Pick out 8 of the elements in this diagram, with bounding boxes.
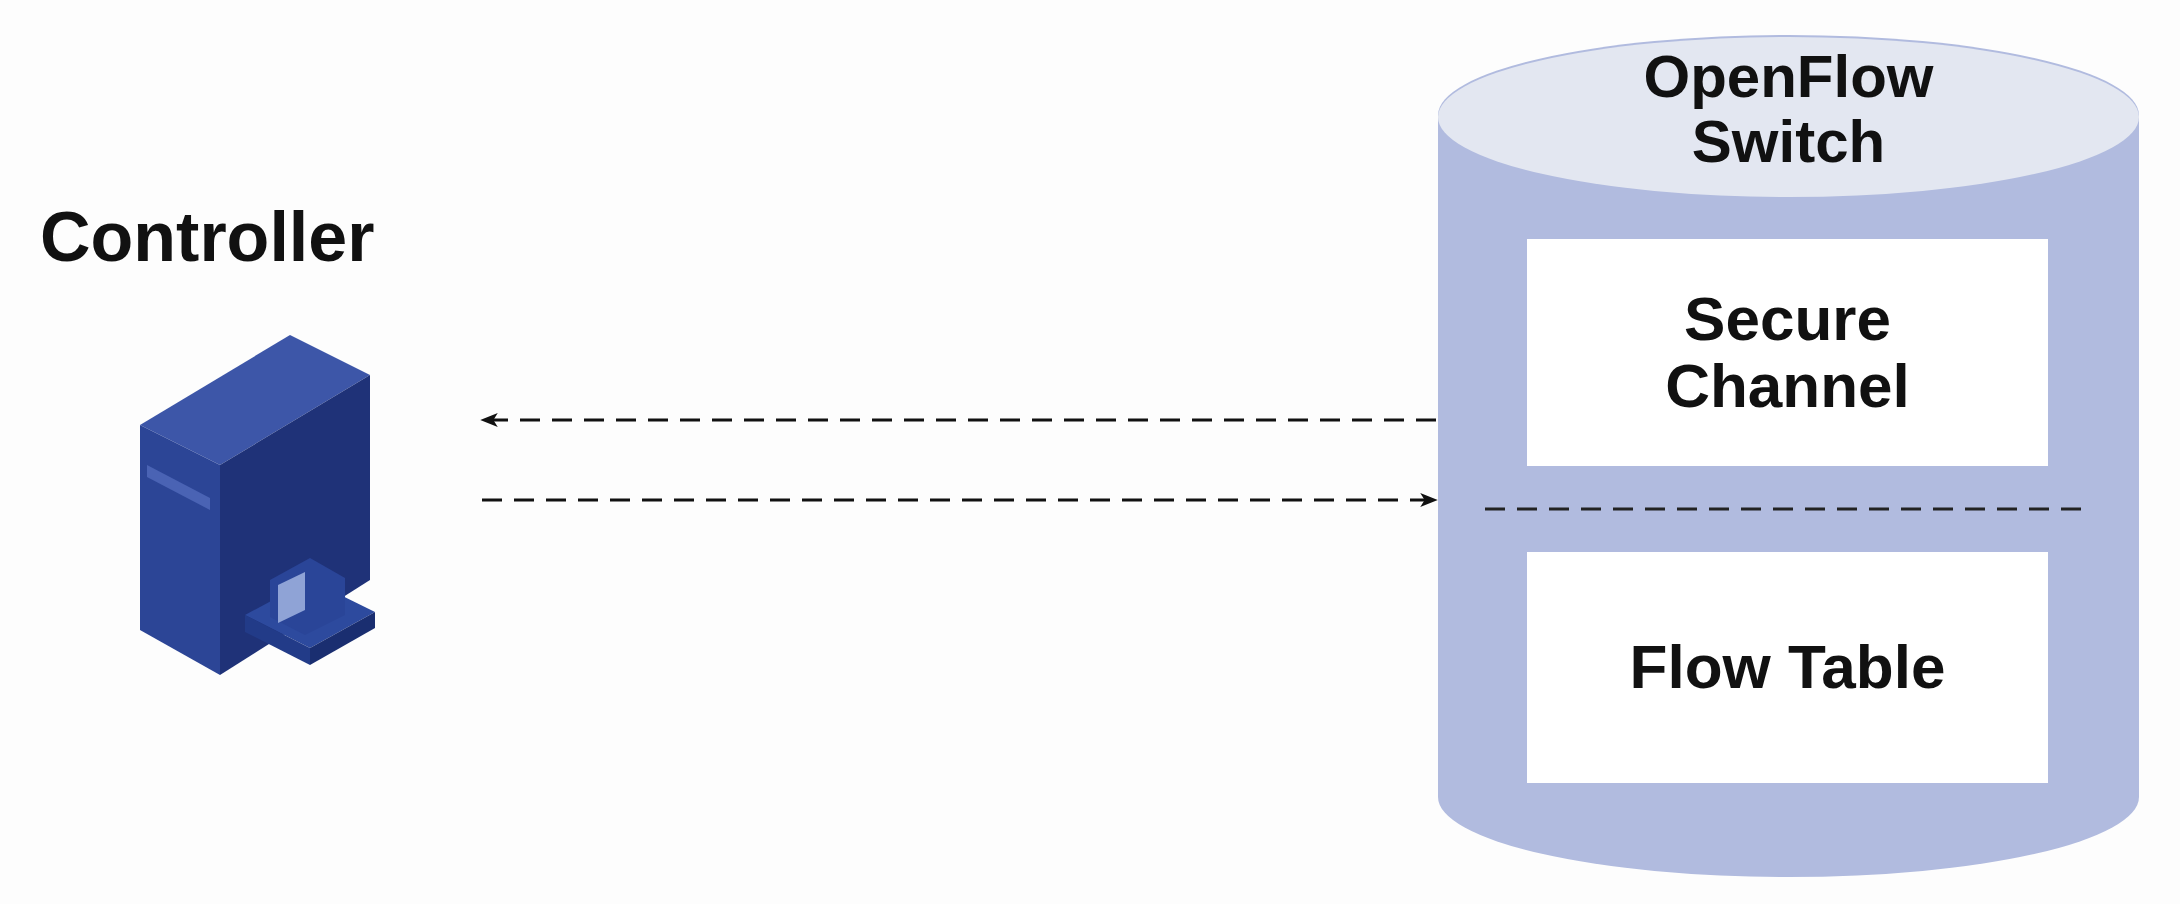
- node-label: OpenFlow Switch: [1642, 45, 1935, 175]
- dashed-arrow: [482, 493, 1438, 507]
- component-box: [1527, 552, 2048, 783]
- component-box: [1527, 239, 2048, 466]
- node-label: Flow Table: [1628, 634, 1947, 701]
- node-label: Secure Channel: [1664, 285, 1911, 420]
- node-label: Controller: [40, 200, 375, 276]
- dashed-arrow: [480, 413, 1436, 427]
